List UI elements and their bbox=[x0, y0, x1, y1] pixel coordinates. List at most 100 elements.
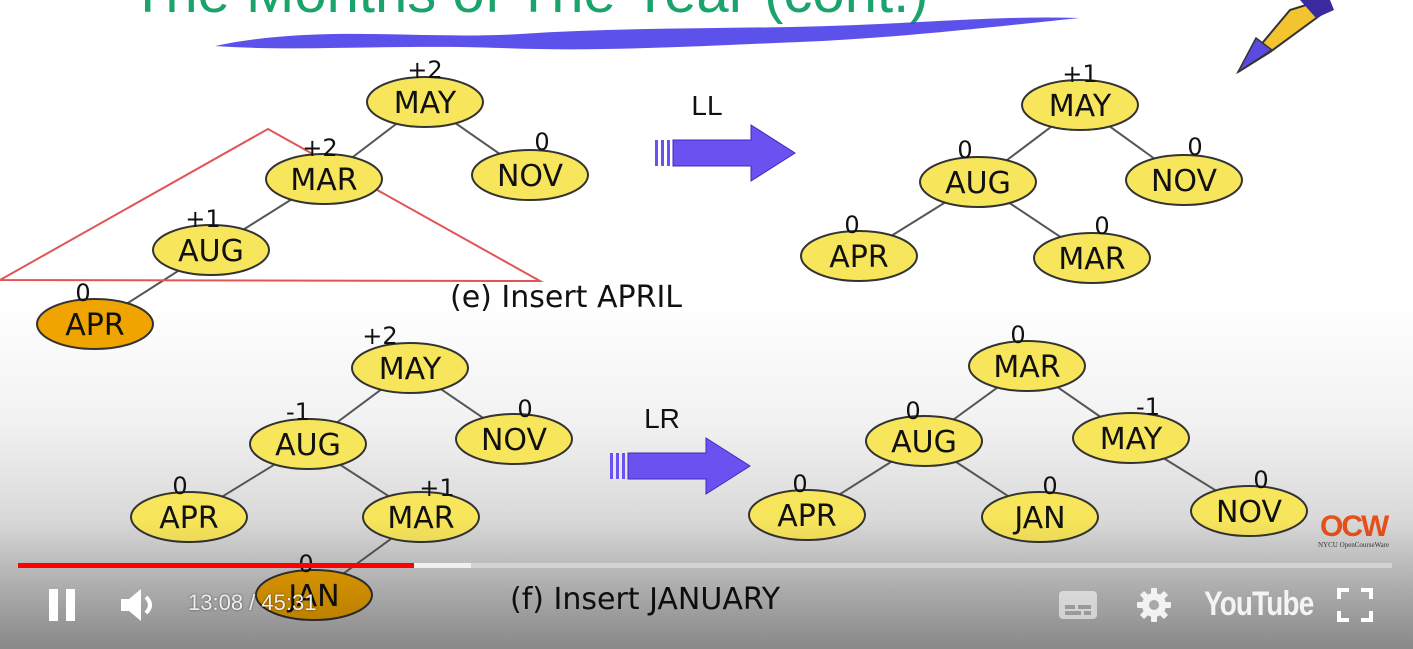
current-time: 13:08 bbox=[188, 590, 244, 615]
node-key: NOV bbox=[497, 159, 564, 194]
imbalance-highlight-triangle bbox=[0, 127, 544, 283]
node-ellipse bbox=[249, 418, 367, 470]
balance-factor: 0 bbox=[792, 470, 807, 498]
balance-factor: +1 bbox=[419, 474, 454, 502]
node-ellipse bbox=[1190, 485, 1308, 537]
lr-rotation-arrow: LR bbox=[610, 403, 751, 495]
node-ellipse bbox=[152, 224, 270, 276]
node-key: AUG bbox=[945, 166, 1011, 201]
node-key: AUG bbox=[178, 234, 244, 269]
node-key: APR bbox=[65, 308, 124, 343]
youtube-logo[interactable]: YouTube bbox=[1204, 585, 1314, 623]
arrow-shape bbox=[627, 437, 751, 495]
node-ellipse bbox=[362, 491, 480, 543]
node-ellipse bbox=[1125, 154, 1243, 206]
node-key: MAR bbox=[290, 163, 357, 198]
node-ellipse bbox=[255, 569, 373, 621]
node-key: MAY bbox=[1100, 422, 1163, 457]
node-key: APR bbox=[777, 499, 836, 534]
balance-factor: +1 bbox=[185, 205, 220, 233]
rotation-label: LL bbox=[691, 90, 722, 121]
played-bar bbox=[18, 563, 414, 568]
tree-node-may: MAY+1 bbox=[1021, 60, 1139, 131]
node-key: JAN bbox=[286, 579, 339, 614]
time-separator: / bbox=[243, 590, 262, 615]
node-key: NOV bbox=[1216, 495, 1283, 530]
node-key: MAY bbox=[1049, 89, 1112, 124]
balance-factor: 0 bbox=[1094, 212, 1109, 240]
volume-icon bbox=[121, 589, 152, 621]
ocw-logo-subtitle: NYCU OpenCourseWare bbox=[1318, 541, 1390, 549]
balance-factor: +2 bbox=[302, 134, 337, 162]
node-ellipse bbox=[919, 156, 1037, 208]
tree-node-may: MAY-1 bbox=[1072, 393, 1190, 464]
node-key: MAR bbox=[1058, 242, 1125, 277]
node-ellipse bbox=[351, 342, 469, 394]
title-underline-brush bbox=[215, 17, 1080, 50]
tree-node-aug: AUG+1 bbox=[152, 205, 270, 276]
balance-factor: 0 bbox=[844, 211, 859, 239]
node-key: NOV bbox=[481, 423, 548, 458]
arrow-tail-bar bbox=[616, 453, 619, 479]
node-ellipse bbox=[1033, 232, 1151, 284]
mute-button[interactable] bbox=[114, 583, 164, 627]
ll-rotation-arrow: LL bbox=[655, 90, 796, 182]
node-ellipse bbox=[748, 489, 866, 541]
balance-factor: 0 bbox=[75, 279, 90, 307]
arrow-tail-bar bbox=[655, 140, 658, 166]
node-key: MAR bbox=[993, 350, 1060, 385]
settings-button[interactable] bbox=[1132, 583, 1176, 627]
balance-factor: +1 bbox=[1062, 60, 1097, 88]
ocw-channel-logo[interactable]: OCW NYCU OpenCourseWare bbox=[1316, 510, 1396, 552]
node-key: APR bbox=[159, 501, 218, 536]
caption-insert-january: (f) Insert JANUARY bbox=[510, 582, 781, 617]
node-key: MAY bbox=[394, 86, 457, 121]
node-ellipse bbox=[981, 491, 1099, 543]
node-ellipse bbox=[1072, 412, 1190, 464]
node-ellipse bbox=[366, 76, 484, 128]
node-ellipse bbox=[130, 491, 248, 543]
subtitles-icon bbox=[1059, 591, 1097, 619]
slide-title: The Months of The Year (cont.) bbox=[130, 0, 929, 25]
subtitles-button[interactable] bbox=[1055, 583, 1101, 627]
balance-factor: 0 bbox=[905, 397, 920, 425]
balance-factor: 0 bbox=[1042, 472, 1057, 500]
tree-node-aug: AUG-1 bbox=[249, 398, 367, 470]
node-key: APR bbox=[829, 240, 888, 275]
balance-factor: +2 bbox=[362, 322, 397, 350]
arrow-tail-bar bbox=[661, 140, 664, 166]
balance-factor: -1 bbox=[1136, 393, 1160, 421]
node-key: MAR bbox=[387, 501, 454, 536]
time-display: 13:08 / 45:31 bbox=[188, 590, 316, 616]
balance-factor: 0 bbox=[1010, 321, 1025, 349]
node-key: AUG bbox=[891, 425, 957, 460]
ocw-logo-mark: OCW bbox=[1320, 510, 1389, 543]
node-ellipse bbox=[800, 230, 918, 282]
arrow-tail-bar bbox=[622, 453, 625, 479]
pause-button[interactable] bbox=[38, 583, 86, 627]
fullscreen-button[interactable] bbox=[1332, 583, 1378, 627]
node-ellipse bbox=[36, 298, 154, 350]
balance-factor: 0 bbox=[957, 136, 972, 164]
balance-factor: +2 bbox=[407, 56, 442, 84]
progress-bar[interactable] bbox=[18, 563, 1392, 568]
tree-node-may: MAY+2 bbox=[366, 56, 484, 128]
settings-gear-icon bbox=[1137, 588, 1171, 622]
